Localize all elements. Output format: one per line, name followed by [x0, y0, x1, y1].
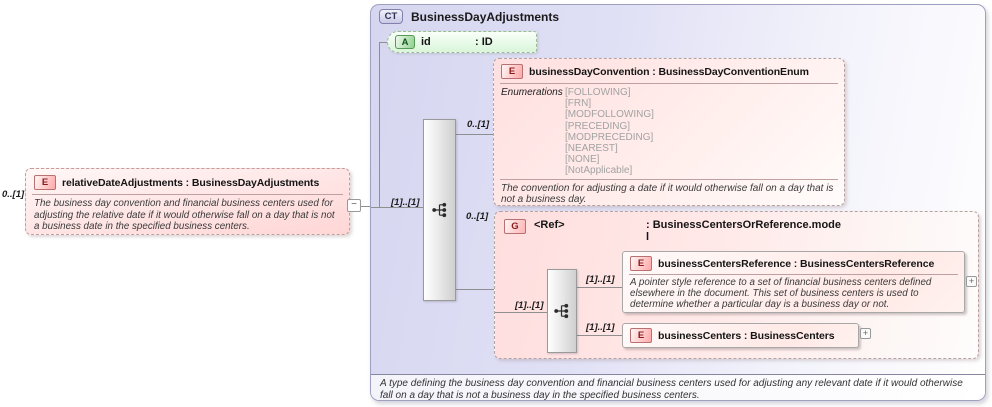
enumeration-list: [FOLLOWING] [FRN] [MODFOLLOWING] [PRECED…	[565, 87, 654, 177]
enum-value: [MODPRECEDING]	[565, 131, 654, 143]
attribute-icon: A	[395, 35, 415, 49]
collapse-icon[interactable]: −	[347, 199, 361, 212]
element-annotation: The convention for adjusting a date if i…	[501, 182, 834, 206]
group-cardinality-label: 0..[1]	[466, 211, 489, 222]
group-sequence-cardinality-label: [1]..[1]	[515, 300, 544, 311]
element-annotation: A pointer style reference to a set of fi…	[630, 277, 932, 310]
connector-line	[350, 206, 374, 207]
element-title: businessCenters : BusinessCenters	[658, 329, 835, 342]
element-header: E businessDayConvention : BusinessDayCon…	[494, 59, 844, 83]
connector-line	[379, 42, 388, 43]
enum-value: [NotApplicable]	[565, 165, 633, 177]
sequence-icon	[431, 202, 446, 218]
attribute-type: : ID	[475, 36, 493, 48]
complex-type-footer: A type defining the business day convent…	[371, 374, 985, 401]
enum-value: [FOLLOWING]	[565, 87, 631, 98]
businessDayConvention-cardinality-label: 0..[1]	[467, 119, 490, 130]
connector-line	[577, 287, 622, 288]
group-BusinessCentersOrReference[interactable]: [1]..[1] [1]..[1] [1]..[1] G <Ref> : Bus…	[494, 211, 979, 359]
attribute-id[interactable]: A id : ID	[387, 31, 537, 53]
element-icon: E	[34, 175, 56, 190]
expand-icon[interactable]: +	[860, 328, 871, 339]
divider	[500, 178, 838, 180]
businessCentersReference-cardinality-label: [1]..[1]	[586, 274, 615, 285]
connector-line	[379, 43, 380, 208]
enum-value: [MODFOLLOWING]	[565, 109, 654, 121]
group-name: <Ref>	[534, 219, 565, 231]
complex-type-icon: CT	[379, 9, 403, 24]
connector-line	[456, 134, 493, 135]
element-title: businessCentersReference : BusinessCente…	[658, 257, 935, 270]
element-businessCenters[interactable]: E businessCenters : BusinessCenters	[622, 323, 859, 348]
complex-type-title: BusinessDayAdjustments	[411, 9, 560, 24]
element-header: E businessCentersReference : BusinessCen…	[623, 252, 964, 274]
sequence-cardinality-label: [1]..[1]	[391, 197, 420, 208]
group-header: G <Ref> : BusinessCentersOrReference.mod…	[504, 219, 841, 243]
group-icon: G	[504, 219, 526, 234]
enum-value: [FRN]	[565, 98, 592, 110]
expand-icon[interactable]: +	[966, 276, 977, 287]
sequence-indicator	[423, 119, 456, 301]
enumerations-section: Enumerations [FOLLOWING] [FRN] [MODFOLLO…	[494, 84, 844, 179]
element-header: E relativeDateAdjustments : BusinessDayA…	[26, 169, 349, 194]
connector-line	[371, 207, 423, 208]
businessCenters-cardinality-label: [1]..[1]	[586, 322, 615, 333]
divider	[500, 83, 838, 84]
element-title: relativeDateAdjustments : BusinessDayAdj…	[62, 176, 320, 189]
element-icon: E	[630, 256, 652, 271]
enum-value: [PRECEDING]	[565, 120, 631, 132]
divider	[629, 274, 958, 275]
enum-value: [NONE]	[565, 154, 600, 166]
element-businessCentersReference[interactable]: E businessCentersReference : BusinessCen…	[622, 251, 965, 313]
connector-line	[495, 312, 547, 313]
attribute-name: id	[421, 36, 431, 48]
complex-type-header: CT BusinessDayAdjustments	[379, 9, 559, 24]
enumerations-label: Enumerations	[501, 87, 563, 98]
element-title: businessDayConvention : BusinessDayConve…	[529, 65, 809, 78]
enum-value: [NEAREST]	[565, 143, 618, 155]
connector-line	[577, 335, 622, 336]
element-icon: E	[630, 328, 652, 343]
sequence-indicator	[547, 269, 577, 353]
divider	[32, 194, 343, 195]
connector-line	[456, 289, 494, 290]
element-icon: E	[501, 64, 523, 79]
element-annotation: The business day convention and financia…	[34, 198, 335, 232]
element-businessDayConvention[interactable]: E businessDayConvention : BusinessDayCon…	[493, 58, 845, 206]
complex-type-BusinessDayAdjustments: [1]..[1] 0..[1] 0..[1] CT BusinessDayAdj…	[370, 4, 986, 401]
sequence-icon	[554, 303, 569, 319]
element-relativeDateAdjustments[interactable]: E relativeDateAdjustments : BusinessDayA…	[25, 168, 350, 235]
group-type: : BusinessCentersOrReference.mode l	[646, 219, 842, 243]
root-cardinality-label: 0..[1]	[2, 189, 25, 200]
complex-type-annotation: A type defining the business day convent…	[380, 378, 963, 401]
